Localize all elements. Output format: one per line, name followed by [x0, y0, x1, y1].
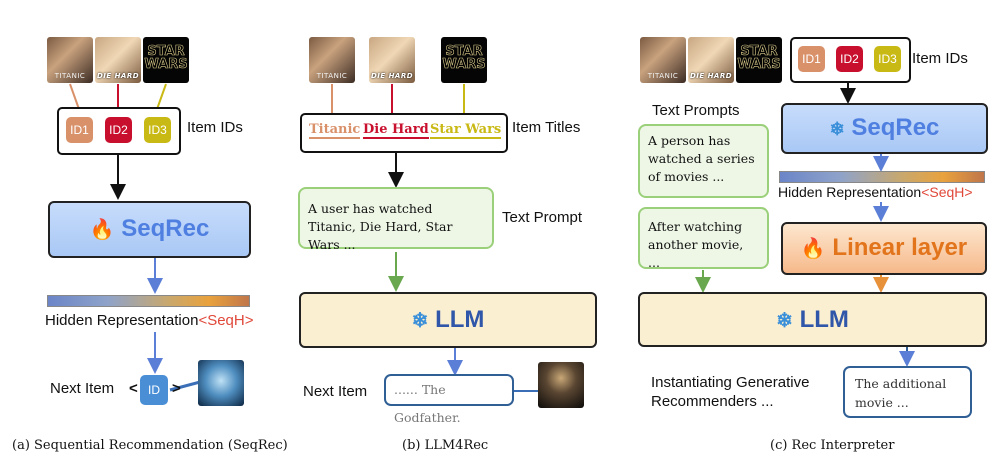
text-prompt-box: A user has watched Titanic, Die Hard, St… [298, 187, 494, 252]
poster-titanic: TITANIC [47, 37, 93, 83]
seqh-token: <SeqH> [198, 312, 254, 329]
poster-diehard-text: DIE HARD [96, 72, 140, 80]
poster-titanic-c-text: TITANIC [647, 72, 679, 80]
caption-c: (c) Rec Interpreter [770, 438, 895, 453]
poster-titanic-text: TITANIC [54, 72, 86, 80]
seqrec-box: 🔥 SeqRec [48, 201, 251, 258]
poster-diehard-c: DIE HARD [688, 37, 734, 83]
text-prompts-label: Text Prompts [652, 102, 740, 119]
snowflake-icon: ❄ [829, 119, 845, 139]
item-ids-label-c: Item IDs [912, 50, 968, 67]
item-titles-label: Item Titles [512, 119, 581, 136]
id-chip-3: ID3 [144, 117, 171, 143]
snowflake-icon: ❄ [776, 310, 793, 332]
llm-title-c: ❄ LLM [776, 306, 849, 333]
poster-titanic-c: TITANIC [640, 37, 686, 83]
title-titanic: Titanic [309, 122, 361, 139]
title-starwars: Star Wars [430, 122, 502, 139]
caption-a: (a) Sequential Recommendation (SeqRec) [12, 438, 288, 453]
id-chip-c-3: ID3 [874, 46, 901, 72]
poster-diehard: DIE HARD [95, 37, 141, 83]
item-titles-box: Titanic Die Hard Star Wars [300, 113, 508, 153]
seqrec-box-c: ❄ SeqRec [781, 103, 988, 154]
item-ids-box-c: ID1 ID2 ID3 [790, 37, 911, 83]
linear-layer-title: 🔥 Linear layer [800, 234, 968, 261]
seqh-token-c: <SeqH> [921, 184, 973, 200]
poster-diehard-b: DIE HARD [369, 37, 415, 83]
llm-box-b: ❄ LLM [299, 292, 597, 348]
poster-next-item [198, 360, 244, 406]
seqrec-title-c: ❄ SeqRec [829, 114, 940, 141]
id-chip-c-2: ID2 [836, 46, 863, 72]
result-box-b: ...... The Godfather. [384, 374, 514, 425]
snowflake-icon: ❄ [411, 310, 429, 332]
poster-diehard-b-text: DIE HARD [370, 72, 414, 80]
hidden-representation-bar-c [779, 171, 985, 183]
prompt-box-1: A person has watched a series of movies … [638, 124, 769, 198]
poster-titanic-b: TITANIC [309, 37, 355, 83]
text-prompt-label: Text Prompt [502, 209, 583, 226]
poster-titanic-b-text: TITANIC [316, 72, 348, 80]
bracket-left: < [129, 380, 138, 397]
id-chip-2: ID2 [105, 117, 132, 143]
link-id-to-poster [169, 380, 201, 392]
id-chip-c-1: ID1 [798, 46, 825, 72]
caption-b: (b) LLM4Rec [402, 438, 489, 453]
llm-title-b: ❄ LLM [411, 306, 485, 333]
fire-icon: 🔥 [800, 238, 826, 260]
prompt-box-2: After watching another movie, ... [638, 207, 769, 270]
fire-icon: 🔥 [89, 219, 115, 241]
next-item-label-b: Next Item [303, 383, 368, 400]
poster-diehard-c-text: DIE HARD [689, 72, 733, 80]
id-chip-1: ID1 [66, 117, 93, 143]
poster-godfather [538, 362, 584, 408]
bracket-right: > [172, 380, 181, 397]
title-diehard: Die Hard [363, 122, 429, 139]
result-box-c: The additional movie ... [843, 366, 972, 418]
item-ids-box: ID1 ID2 ID3 [57, 107, 181, 155]
hidden-representation-bar [47, 295, 250, 307]
linear-layer-box: 🔥 Linear layer [781, 222, 987, 275]
hidden-representation-label: Hidden Representation<SeqH> [45, 312, 254, 329]
next-id-chip: ID [140, 375, 168, 405]
hidden-representation-label-c: Hidden Representation<SeqH> [778, 184, 973, 200]
next-item-label: Next Item [50, 380, 115, 397]
llm-box-c: ❄ LLM [638, 292, 987, 347]
item-ids-label: Item IDs [187, 119, 243, 136]
seqrec-title: 🔥 SeqRec [89, 215, 210, 242]
